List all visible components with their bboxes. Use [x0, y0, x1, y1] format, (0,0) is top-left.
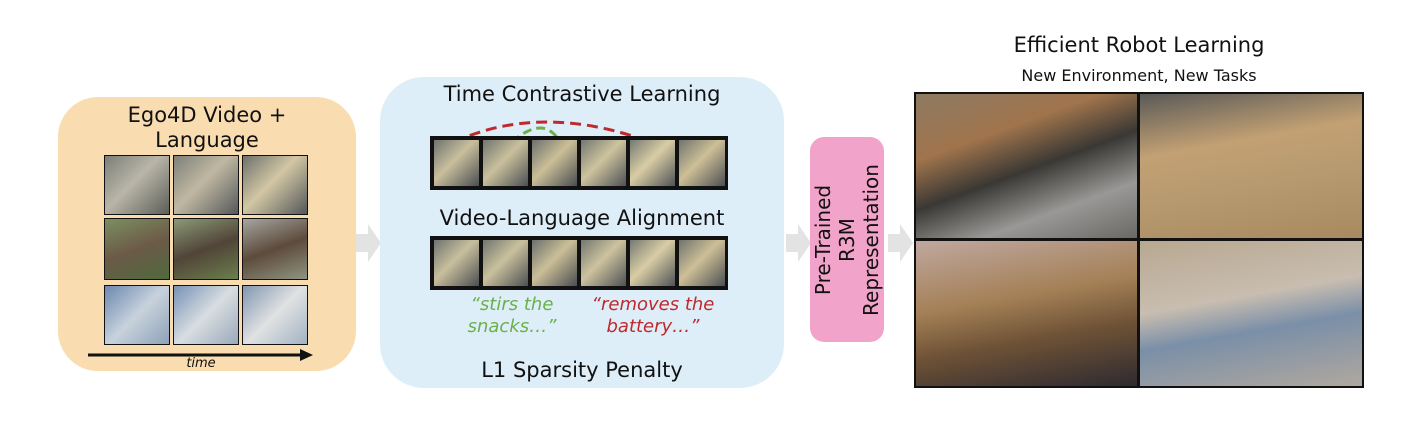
caption-removes-battery: “removes the battery…”	[591, 294, 715, 337]
tcl-frame	[482, 139, 529, 187]
ego4d-frame	[104, 285, 170, 345]
caption-stirs-snacks: “stirs the snacks…”	[467, 294, 557, 337]
robot-scene-towel	[1140, 241, 1362, 386]
pretrained-r3m-box: Pre-Trained R3M Representation	[810, 137, 884, 342]
ego4d-frame	[173, 155, 239, 215]
tcl-frame-strip	[430, 136, 728, 190]
ego4d-frame	[242, 218, 308, 280]
ego4d-frame	[104, 155, 170, 215]
vla-frame-strip	[430, 236, 728, 290]
vla-frame	[433, 239, 480, 287]
tcl-frame	[629, 139, 676, 187]
vla-frame	[629, 239, 676, 287]
ego4d-frame	[173, 218, 239, 280]
tcl-frame	[580, 139, 627, 187]
robot-scene-cup	[1140, 94, 1362, 238]
ego4d-frame	[173, 285, 239, 345]
flow-arrow	[786, 224, 811, 262]
l1-title: L1 Sparsity Penalty	[481, 358, 683, 382]
tcl-frame	[531, 139, 578, 187]
tcl-frame	[678, 139, 726, 187]
r3m-objectives-panel	[380, 77, 784, 388]
tcl-frame	[433, 139, 480, 187]
robot-image-grid	[914, 92, 1364, 388]
ego4d-frame	[242, 285, 308, 345]
vla-title: Video-Language Alignment	[439, 206, 725, 230]
vla-frame	[678, 239, 726, 287]
pretrained-r3m-label: Pre-Trained R3M Representation	[811, 163, 883, 316]
flow-arrow	[356, 224, 381, 262]
robot-scene-cooking	[916, 94, 1137, 238]
time-label: time	[186, 356, 216, 371]
time-arrow	[88, 349, 313, 361]
robot-subtitle: New Environment, New Tasks	[1021, 66, 1257, 85]
vla-frame	[482, 239, 529, 287]
ego4d-frame	[242, 155, 308, 215]
ego4d-frame	[104, 218, 170, 280]
tcl-title: Time Contrastive Learning	[443, 82, 721, 106]
robot-title: Efficient Robot Learning	[1013, 33, 1265, 57]
robot-scene-drawer	[916, 241, 1137, 386]
vla-frame	[580, 239, 627, 287]
vla-frame	[531, 239, 578, 287]
flow-arrow	[888, 224, 913, 262]
ego4d-title: Ego4D Video + Language	[127, 103, 287, 152]
